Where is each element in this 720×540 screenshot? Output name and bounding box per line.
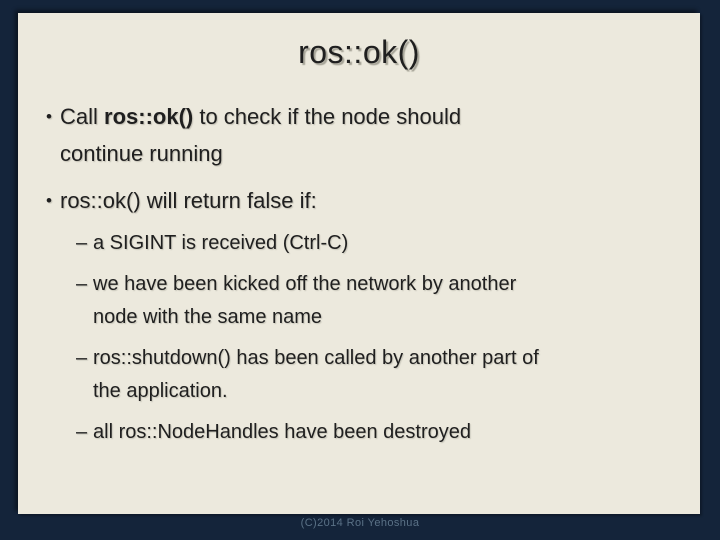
sub-bullet-item: – we have been kicked off the network by… xyxy=(76,268,682,334)
sub-bullet-item: – ros::shutdown() has been called by ano… xyxy=(76,342,682,408)
sub-bullet-text: all ros::NodeHandles have been destroyed xyxy=(93,421,472,443)
dash-marker: – xyxy=(76,347,88,369)
bullet-text-bold: ros::ok() xyxy=(104,104,194,129)
dash-marker: – xyxy=(76,232,88,254)
sub-bullet-item: – a SIGINT is received (Ctrl-C) xyxy=(76,227,682,260)
sub-bullet-item: – all ros::NodeHandles have been destroy… xyxy=(76,416,682,449)
bullet-text-prefix: Call xyxy=(60,104,105,129)
sub-bullet-text: we have been kicked off the network by a… xyxy=(93,273,517,328)
bullet-text: ros::ok() will return false if: xyxy=(60,188,317,213)
bullet-text: Call ros::ok() to check if the node shou… xyxy=(60,98,461,172)
sub-bullet-text: ros::shutdown() has been called by anoth… xyxy=(93,347,539,402)
slide-title: ros::ok() xyxy=(298,34,420,70)
slide-body: • Call ros::ok() to check if the node sh… xyxy=(18,98,700,449)
bullet-item: • ros::ok() will return false if: xyxy=(46,182,682,219)
slide: ros::ok() • Call ros::ok() to check if t… xyxy=(18,13,700,514)
bullet-text-suffix: to check if the node should continue run… xyxy=(60,104,462,166)
bullet-marker: • xyxy=(46,191,52,210)
dash-marker: – xyxy=(76,273,88,295)
copyright-footer: (C)2014 Roi Yehoshua xyxy=(300,517,420,529)
sub-bullet-list: – a SIGINT is received (Ctrl-C) – we hav… xyxy=(76,227,682,449)
dash-marker: – xyxy=(76,421,88,443)
bullet-item: • Call ros::ok() to check if the node sh… xyxy=(46,98,682,172)
sub-bullet-text: a SIGINT is received (Ctrl-C) xyxy=(93,232,349,254)
bullet-marker: • xyxy=(46,107,52,126)
